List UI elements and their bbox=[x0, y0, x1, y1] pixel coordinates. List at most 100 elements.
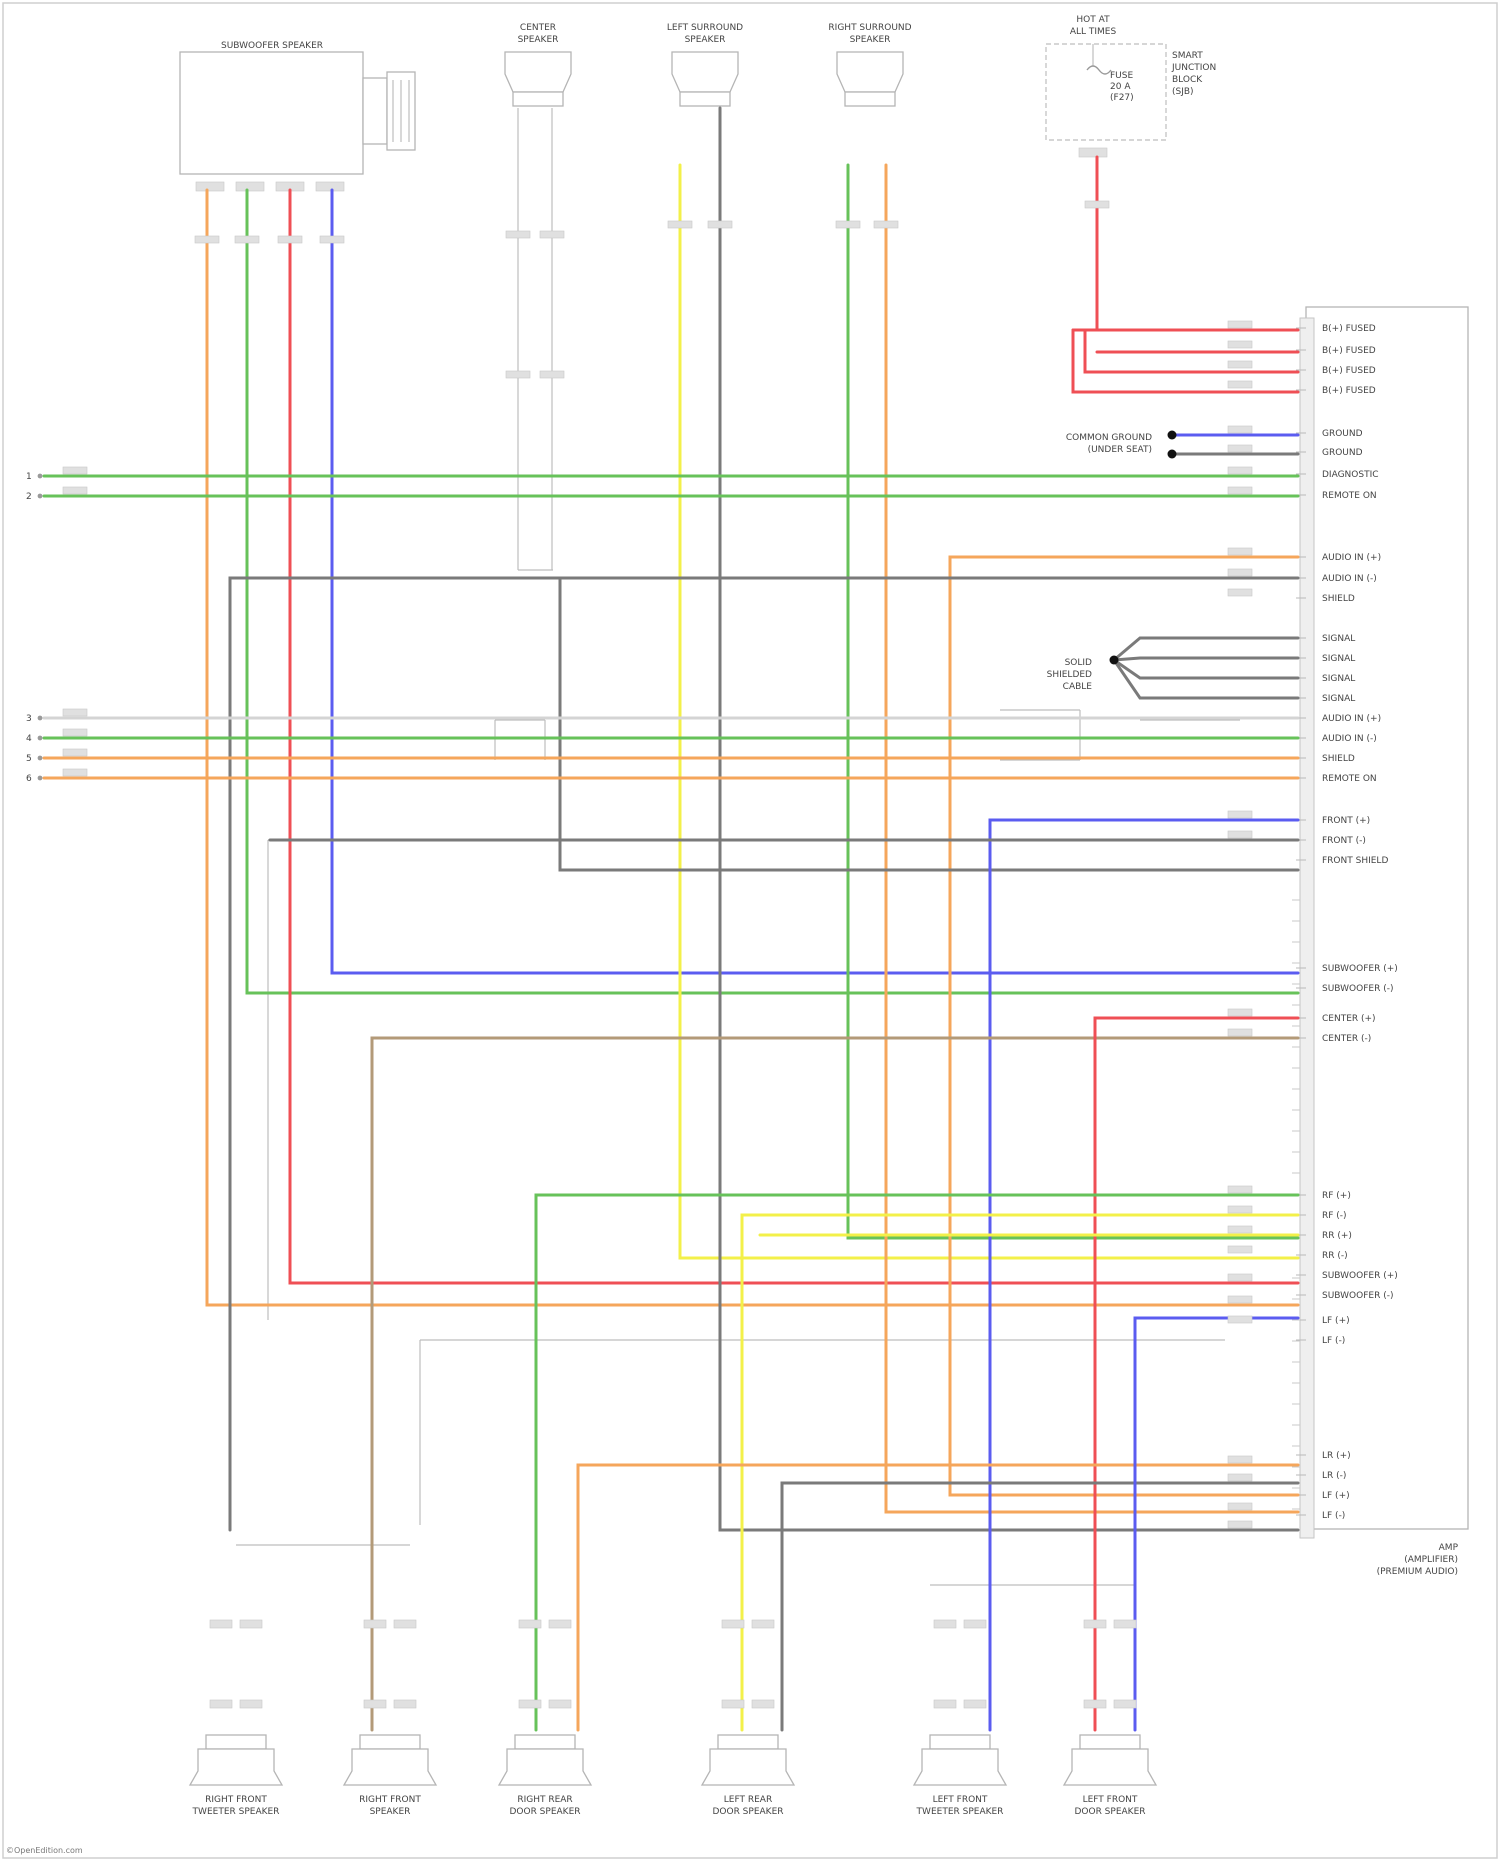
speaker-connector bbox=[930, 1735, 990, 1749]
shield-note-1: SOLID bbox=[1065, 658, 1092, 668]
wire-color-tag bbox=[210, 1620, 232, 1628]
ground-splice: COMMON GROUND (UNDER SEAT) bbox=[1066, 431, 1177, 459]
amp-pin-label: SUBWOOFER (+) bbox=[1322, 1271, 1398, 1281]
speaker-icon bbox=[702, 1749, 794, 1785]
wire-color-tag bbox=[549, 1620, 571, 1628]
amp-title-3: (PREMIUM AUDIO) bbox=[1377, 1567, 1458, 1577]
amp-pin-label: LR (+) bbox=[1322, 1451, 1351, 1461]
smart-junction-block: HOT AT ALL TIMES FUSE 20 A (F27) SMART J… bbox=[1046, 15, 1216, 157]
amp-pin-label: GROUND bbox=[1322, 448, 1363, 458]
wire-color-tag bbox=[540, 231, 564, 238]
left-terminal-number: 2 bbox=[26, 492, 32, 502]
amp-pin-label: LF (+) bbox=[1322, 1316, 1350, 1326]
wire-color-tag bbox=[1085, 201, 1109, 208]
wire-color-tag bbox=[1084, 1700, 1106, 1708]
amp-pin-label: AUDIO IN (-) bbox=[1322, 734, 1377, 744]
speaker-title: DOOR SPEAKER bbox=[712, 1807, 783, 1817]
wire-color-tag bbox=[1228, 426, 1252, 433]
speaker-connector bbox=[718, 1735, 778, 1749]
amp-pin-label: SUBWOOFER (-) bbox=[1322, 984, 1393, 994]
wire-color-tag bbox=[1228, 1456, 1252, 1463]
speaker-icon bbox=[914, 1749, 1006, 1785]
wire-color-tag bbox=[364, 1620, 386, 1628]
wire-color-tag bbox=[708, 221, 732, 228]
sjb-caption-3: BLOCK bbox=[1172, 75, 1203, 85]
amp-pin-label: RF (-) bbox=[1322, 1211, 1347, 1221]
speaker-title: LEFT FRONT bbox=[1083, 1795, 1138, 1805]
diagram-border bbox=[3, 3, 1497, 1858]
wire-red-fuse bbox=[1073, 330, 1298, 392]
amp-title-1: AMP bbox=[1439, 1543, 1459, 1553]
left-terminal-number: 1 bbox=[26, 472, 32, 482]
amp-pin-label: AUDIO IN (-) bbox=[1322, 574, 1377, 584]
wire-color-tag bbox=[63, 709, 87, 716]
amp-pin-label: SIGNAL bbox=[1322, 634, 1355, 644]
wire-color-tag bbox=[195, 236, 219, 243]
fuse-label-2: 20 A bbox=[1110, 82, 1131, 92]
wire-color-tag bbox=[934, 1620, 956, 1628]
wire-color-tag bbox=[63, 487, 87, 494]
amp-pin-label: AUDIO IN (+) bbox=[1322, 714, 1381, 724]
left-terminal-number: 4 bbox=[26, 734, 32, 744]
wire-color-tag bbox=[320, 236, 344, 243]
fuse-label-3: (F27) bbox=[1110, 93, 1134, 103]
wire-color-tag bbox=[278, 236, 302, 243]
wire-color-tag bbox=[1228, 445, 1252, 452]
wire-color-tag bbox=[1228, 811, 1252, 818]
wire-color-tag bbox=[210, 1700, 232, 1708]
speaker-icon bbox=[190, 1749, 282, 1785]
amp-pin-label: B(+) FUSED bbox=[1322, 386, 1376, 396]
wire-color-tag bbox=[1228, 1009, 1252, 1016]
wire-color-tag bbox=[364, 1700, 386, 1708]
left-surround-title-1: LEFT SURROUND bbox=[667, 23, 743, 33]
amp-pin-label: FRONT (-) bbox=[1322, 836, 1366, 846]
amp-pin-label: AUDIO IN (+) bbox=[1322, 553, 1381, 563]
wire-color-tag bbox=[964, 1620, 986, 1628]
wire-color-tag bbox=[1228, 831, 1252, 838]
amp-pin-label: SIGNAL bbox=[1322, 694, 1355, 704]
speaker-connector bbox=[206, 1735, 266, 1749]
left-terminal-dot bbox=[38, 756, 43, 761]
wire-green-sub bbox=[247, 190, 1298, 993]
wire-color-tag bbox=[1084, 1620, 1106, 1628]
speaker-connector bbox=[515, 1735, 575, 1749]
subwoofer-speaker: SUBWOOFER SPEAKER bbox=[180, 41, 415, 191]
footer-credit: ©OpenEdition.com bbox=[6, 1846, 83, 1855]
wire-color-tag bbox=[63, 769, 87, 776]
wire-gray-shield-signal bbox=[1114, 658, 1298, 660]
wire-color-tag bbox=[506, 231, 530, 238]
wire-blue-sub bbox=[332, 190, 1298, 973]
amp-pin-label: SIGNAL bbox=[1322, 674, 1355, 684]
left-surround-title-2: SPEAKER bbox=[685, 35, 726, 45]
wire-red-fuse bbox=[1097, 157, 1298, 330]
wire-color-tag bbox=[1228, 1226, 1252, 1233]
splice-dot bbox=[1110, 656, 1119, 665]
center-speaker-title-1: CENTER bbox=[520, 23, 556, 33]
amp-pin-label: B(+) FUSED bbox=[1322, 366, 1376, 376]
amp-pin-label: REMOTE ON bbox=[1322, 774, 1377, 784]
colored-wires bbox=[44, 108, 1298, 1730]
speaker-title: SPEAKER bbox=[370, 1807, 411, 1817]
wire-gray-rf-tweeter bbox=[230, 578, 1298, 1530]
wire-color-tag bbox=[63, 749, 87, 756]
wire-color-tag bbox=[235, 236, 259, 243]
wire-color-tag bbox=[394, 1620, 416, 1628]
speaker-icon bbox=[1064, 1749, 1156, 1785]
sjb-caption-2: JUNCTION bbox=[1171, 63, 1216, 73]
amp-pin-label: CENTER (+) bbox=[1322, 1014, 1376, 1024]
wire-color-tag bbox=[1228, 1316, 1252, 1323]
wire-color-tag bbox=[836, 221, 860, 228]
left-edge-terminals: 123456 bbox=[26, 472, 42, 784]
center-speaker: CENTER SPEAKER bbox=[505, 23, 571, 106]
left-terminal-dot bbox=[38, 494, 43, 499]
speaker-title: DOOR SPEAKER bbox=[509, 1807, 580, 1817]
left-terminal-dot bbox=[38, 736, 43, 741]
wire-color-tag bbox=[519, 1700, 541, 1708]
left-terminal-number: 6 bbox=[26, 774, 32, 784]
right-surround-title-1: RIGHT SURROUND bbox=[828, 23, 911, 33]
speaker-connector bbox=[360, 1735, 420, 1749]
wire-color-tag bbox=[934, 1700, 956, 1708]
